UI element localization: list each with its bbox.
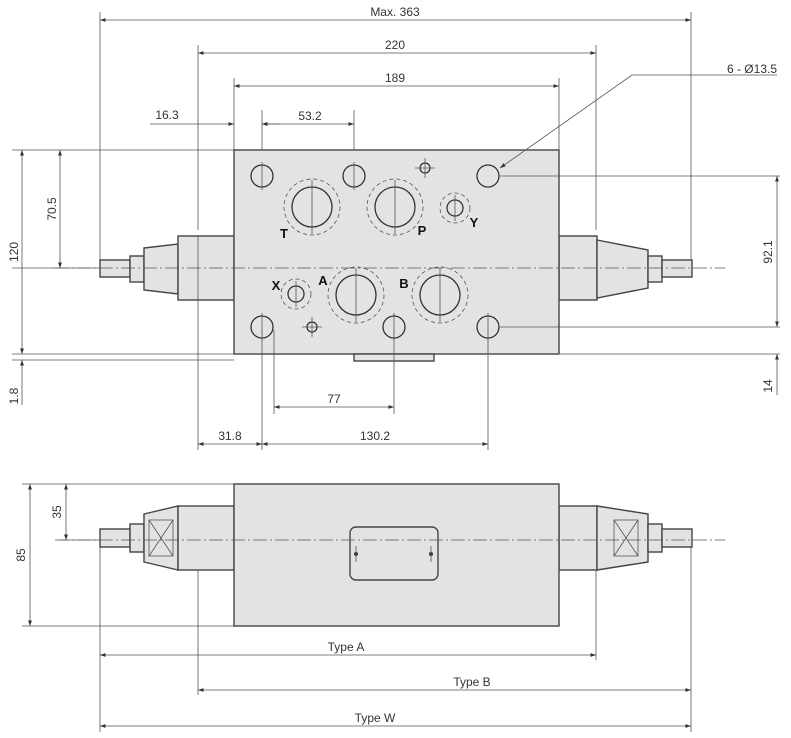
port-label-t: T — [280, 226, 288, 241]
port-t — [283, 178, 341, 236]
port-b — [411, 266, 469, 324]
dim-130-2: 130.2 — [360, 429, 390, 443]
port-y — [439, 192, 471, 224]
port-p — [366, 178, 424, 236]
dim-189: 189 — [385, 71, 405, 85]
dim-120: 120 — [7, 242, 21, 262]
dim-type-b: Type B — [453, 675, 490, 689]
port-label-p: P — [418, 223, 427, 238]
dim-14: 14 — [761, 379, 775, 393]
dim-85: 85 — [14, 548, 28, 562]
dim-16-3: 16.3 — [155, 108, 179, 122]
nameplate — [349, 526, 439, 581]
port-label-b: B — [399, 276, 408, 291]
side-view: 35 85 Type A Type B Type W — [14, 483, 725, 732]
dim-35: 35 — [50, 505, 64, 519]
dim-220: 220 — [385, 38, 405, 52]
port-x — [280, 278, 312, 310]
port-label-a: A — [318, 273, 328, 288]
dim-92-1: 92.1 — [761, 240, 775, 264]
dim-holes-label: 6 - Ø13.5 — [727, 62, 777, 76]
dim-53-2: 53.2 — [298, 109, 322, 123]
dim-77: 77 — [327, 392, 341, 406]
mounting-hole — [476, 164, 500, 188]
dim-max-length: Max. 363 — [370, 5, 420, 19]
port-label-x: X — [272, 278, 281, 293]
dim-1-8: 1.8 — [7, 387, 21, 404]
dim-31-8: 31.8 — [218, 429, 242, 443]
dim-type-a: Type A — [328, 640, 365, 654]
dim-type-w: Type W — [355, 711, 396, 725]
port-a — [327, 266, 385, 324]
top-view: T P Y X A B Max. 363 220 189 16.3 53.2 6… — [7, 5, 780, 450]
port-label-y: Y — [470, 215, 479, 230]
dim-70-5: 70.5 — [45, 197, 59, 221]
